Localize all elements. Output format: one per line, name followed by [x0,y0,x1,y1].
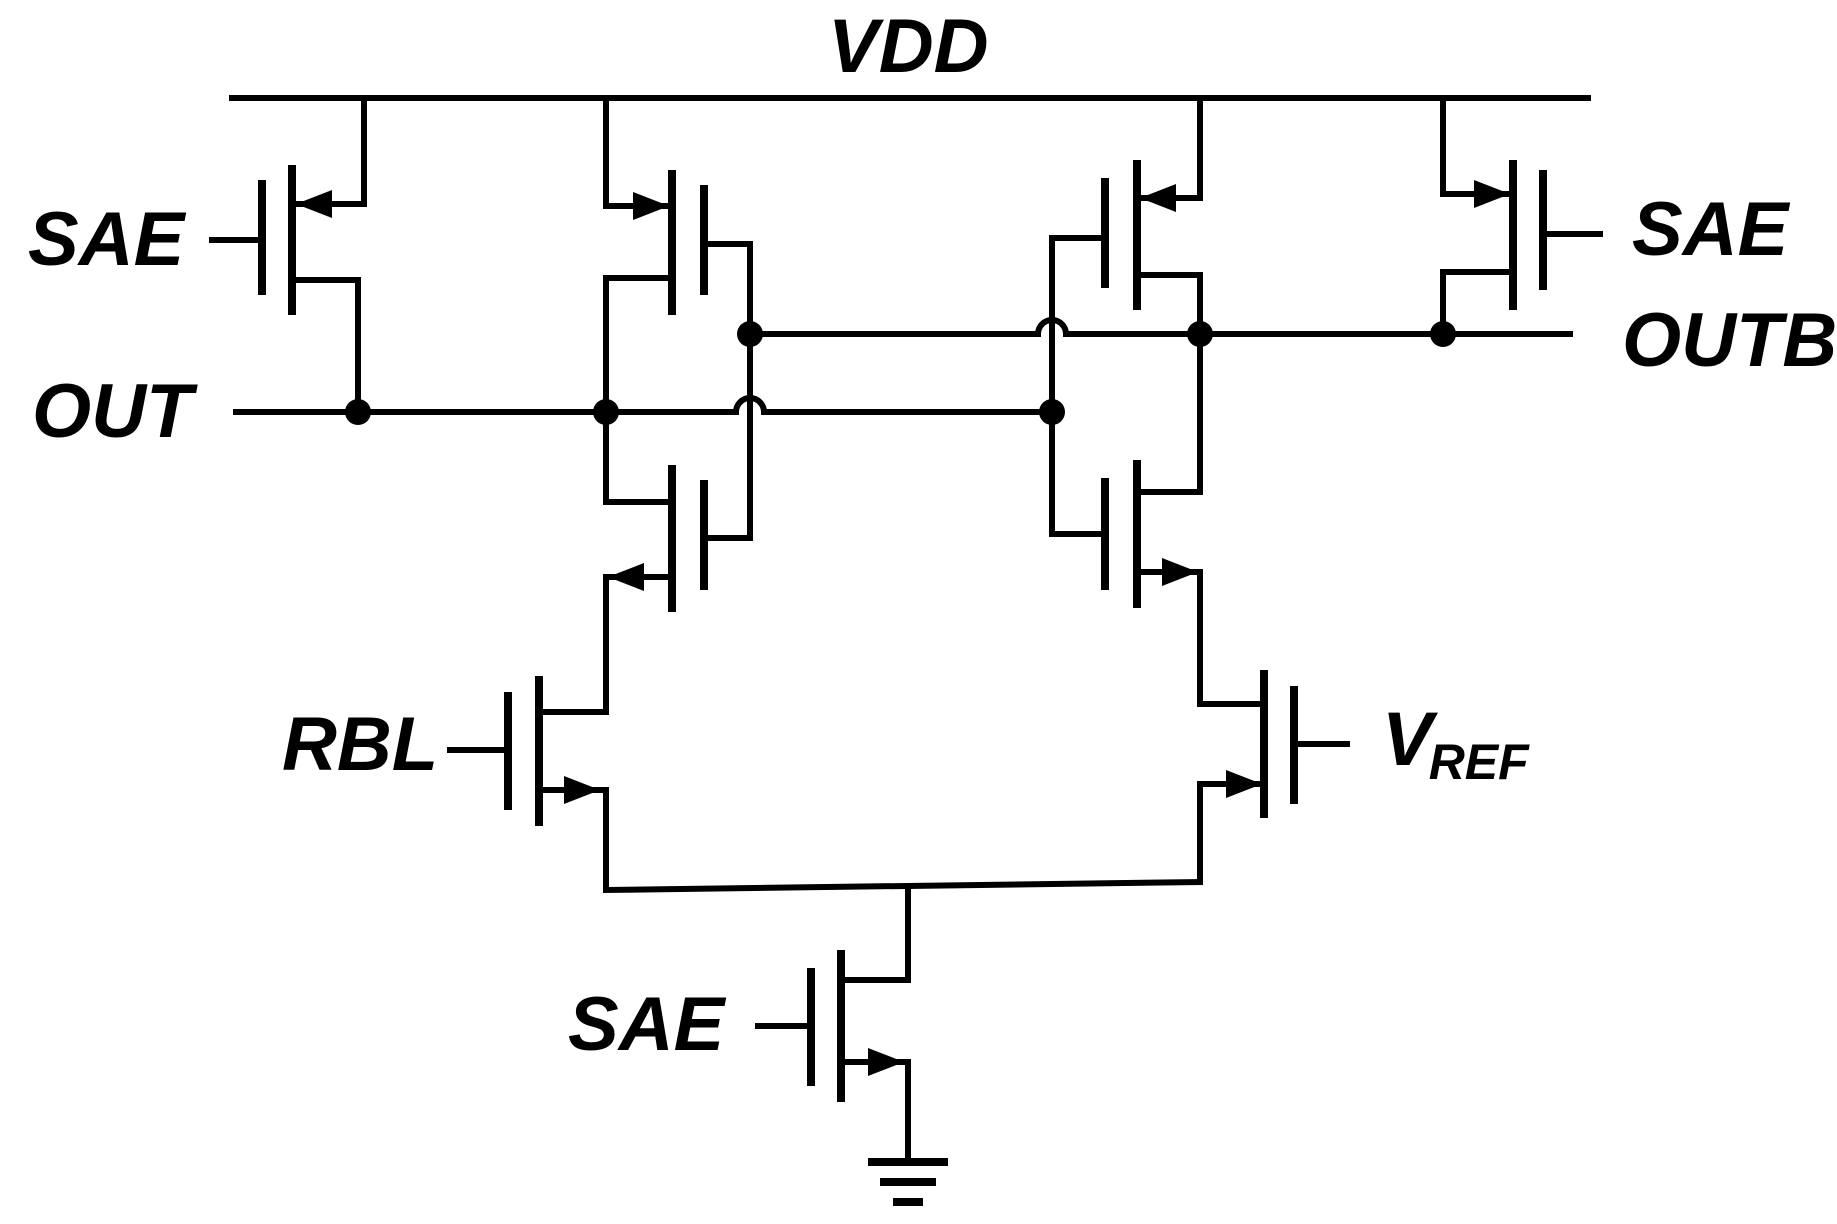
tail-node-wire [603,878,1204,894]
sae-bottom-label: SAE [568,982,727,1067]
junction-out-right-gates [1039,399,1065,425]
sae-right-label: SAE [1632,187,1791,272]
nmos-input-rbl [447,574,609,891]
ground-icon [868,1158,948,1206]
outb-net [747,317,1573,337]
junction-outb-right [1187,321,1213,347]
junction-out-left [593,399,619,425]
nmos-input-vref [1197,569,1350,885]
outb-label: OUTB [1622,298,1837,383]
junction-outb-precharge [1430,321,1456,347]
vdd-label: VDD [828,4,988,89]
pmos-precharge-right [1440,95,1603,337]
pmos-latch-right [1049,95,1203,415]
rbl-label: RBL [282,702,438,787]
nmos-latch-left [603,331,753,715]
junction-out-precharge [345,399,371,425]
nmos-latch-right [1049,331,1203,707]
pmos-latch-left [603,95,753,415]
out-label: OUT [32,369,198,454]
out-net [233,395,1055,415]
nmos-tail-enable [755,950,911,1161]
pmos-precharge-left [209,95,367,415]
vref-label: VREF [1382,697,1530,790]
junction-outb-left-gates [737,321,763,347]
sae-left-label: SAE [28,197,187,282]
